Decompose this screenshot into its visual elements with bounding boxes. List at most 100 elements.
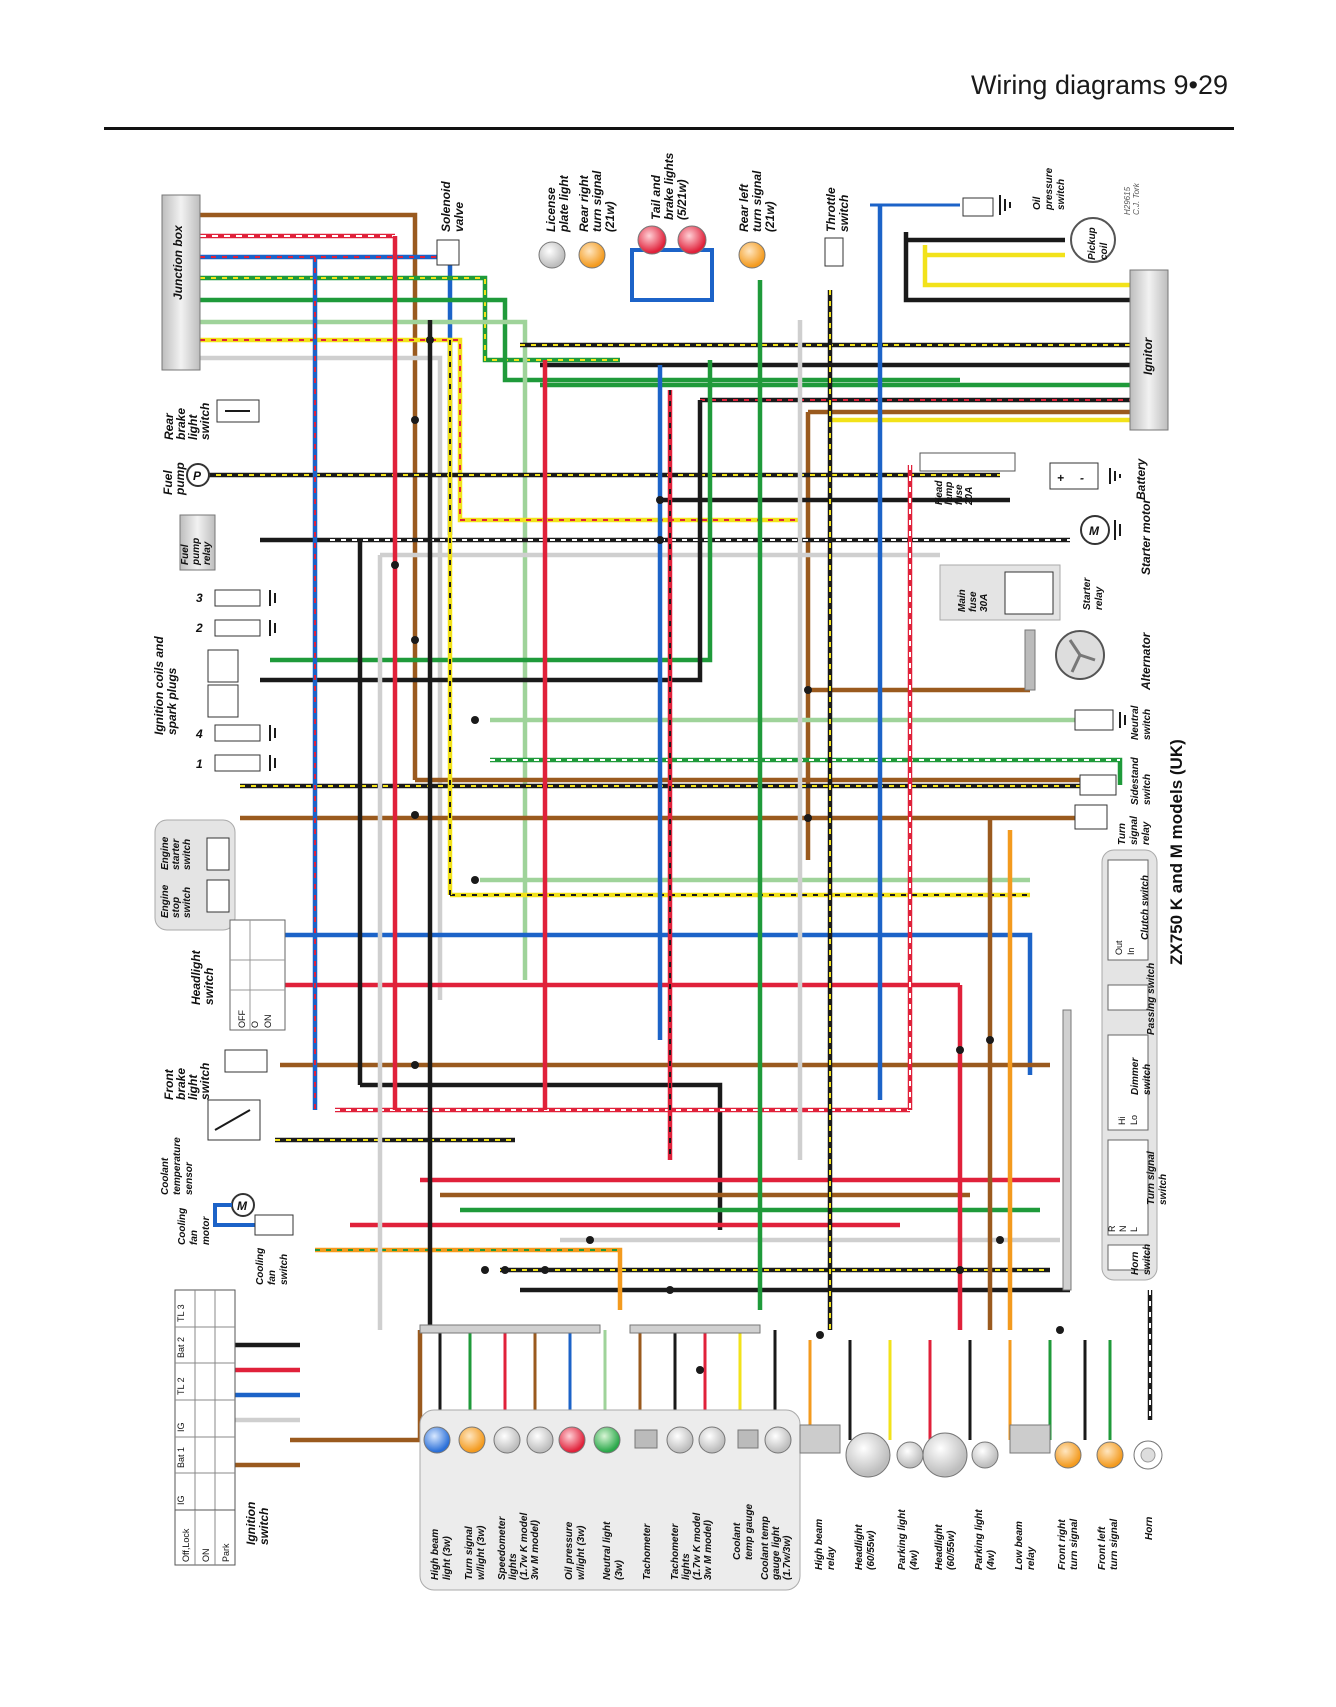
rear-brake-label-4: switch (198, 403, 212, 440)
svg-text:High beamlight (3w): High beamlight (3w) (430, 1529, 453, 1580)
svg-text:Licenseplate light: Licenseplate light (544, 174, 571, 233)
svg-text:Coolant tempgauge light(1.7w/3: Coolant tempgauge light(1.7w/3w) (760, 1516, 793, 1581)
fan-motor-label-1: Cooling (177, 1208, 188, 1245)
ts-relay-label-3: relay (1141, 821, 1152, 845)
dimmer-label-2: switch (1142, 1064, 1153, 1095)
inst-ts-1: Turn signal (464, 1526, 475, 1580)
rl-turn-label-1: Rear left (737, 183, 751, 232)
front-brake-label-1: Front (162, 1068, 176, 1100)
rear-left-turn-signal: Rear leftturn signal(21w) (737, 170, 777, 269)
fuel-pump-symbol: P (193, 469, 202, 483)
harness-bar-1 (419, 1324, 601, 1334)
oil-switch-label-2: pressure (1044, 167, 1055, 211)
fuel-pump-label-1: Fuel (161, 470, 175, 495)
headlight1-1: Headlight (854, 1524, 865, 1570)
svg-text:Neutral light(3w): Neutral light(3w) (602, 1521, 625, 1580)
ign-col-3: IG (176, 1422, 186, 1432)
license-label-1: License (544, 187, 558, 232)
hb-relay-2: relay (826, 1546, 837, 1570)
spark-plug-2 (214, 619, 276, 637)
header-rule (104, 127, 1234, 130)
svg-text:Sidestandswitch: Sidestandswitch (1130, 756, 1153, 805)
svg-text:Coolanttemperaturesensor: Coolanttemperaturesensor (160, 1137, 195, 1195)
dimmer-label-1: Dimmer (1130, 1057, 1141, 1095)
cooling-fan-switch: Coolingfanswitch (254, 1214, 294, 1285)
battery-plus: + (1057, 471, 1064, 485)
cooling-fan-motor: M Coolingfanmotor (177, 1193, 270, 1245)
oil-switch-label-1: Oil (1032, 196, 1043, 210)
inst-ctg-2: temp gauge (744, 1503, 755, 1560)
stop-sw-label-2: stop (171, 897, 182, 918)
dimmer-hi: Hi (1117, 1117, 1127, 1126)
rl-turn-label-2: turn signal (750, 170, 764, 232)
hl-sw-label-2: switch (202, 968, 216, 1005)
hl-fuse-label-1: Head (934, 480, 945, 505)
front-brake-light-switch: Frontbrakelightswitch (162, 1049, 268, 1100)
ts-r: R (1107, 1225, 1117, 1232)
battery-minus: - (1080, 471, 1084, 485)
inst-tl-3: (1.7w K model (692, 1513, 703, 1580)
ignitor: Ignitor (1129, 269, 1169, 431)
clutch-in: In (1126, 947, 1136, 955)
passing-switch: Passing switch (1107, 963, 1157, 1035)
pickup-coil: Pickupcoil (1070, 217, 1116, 263)
coolant-temperature-sensor: Coolanttemperaturesensor (160, 1099, 261, 1195)
wire-brown (200, 212, 418, 780)
ign-sw-label-2: switch (257, 1508, 271, 1545)
tail-brake-lights: Tail andbrake lights(5/21w) (630, 152, 714, 302)
starter-motor-symbol: M (1089, 524, 1100, 538)
main-fuse-starter-relay: Mainfuse30A Starterrelay (939, 564, 1105, 621)
inst-neu-1: Neutral light (602, 1521, 613, 1580)
rear-right-turn-signal: Rear rightturn signal(21w) (577, 170, 617, 269)
hl-fuse-label-2: lamp (944, 482, 955, 505)
wire-yellow-red-dash (200, 339, 800, 521)
coil-num-2: 2 (195, 621, 203, 635)
harness-bar-2 (629, 1324, 761, 1334)
wire-yellow-pickup (922, 245, 1130, 288)
junction-box: Junction box (161, 194, 201, 371)
dimmer-lo: Lo (1129, 1115, 1139, 1125)
instrument-cluster: High beamlight (3w) Turn signalw/light (… (419, 1409, 801, 1591)
svg-text:Fuelpump: Fuelpump (161, 462, 187, 496)
svg-text:Headlight(60/55w): Headlight(60/55w) (854, 1524, 877, 1570)
throttle-label-2: switch (837, 195, 851, 232)
coolant-sensor-label-1: Coolant (160, 1157, 171, 1195)
head-lamp-fuse: Headlampfuse20A (919, 452, 1016, 506)
inst-tach: Tachometer (642, 1523, 653, 1580)
spark-plug-1 (214, 754, 276, 772)
horn-label: Horn (1144, 1517, 1155, 1540)
stop-sw-label-1: Engine (160, 884, 171, 918)
spark-plug-4 (214, 724, 276, 742)
fr-turn-2: turn signal (1069, 1519, 1080, 1570)
horn-sw-label-2: switch (1142, 1244, 1153, 1275)
inst-tl-2: lights (681, 1553, 692, 1580)
starter-sw-label-1: Engine (160, 836, 171, 870)
lb-relay-1: Low beam (1014, 1521, 1025, 1570)
coil-num-1: 1 (196, 757, 203, 771)
ign-sw-label-1: Ignition (244, 1502, 258, 1545)
svg-text:Turn signalswitch: Turn signalswitch (1146, 1151, 1169, 1205)
inst-hb-2: light (3w) (442, 1535, 453, 1580)
horn-switch: Hornswitch (1107, 1244, 1153, 1275)
svg-text:Rearbrakelightswitch: Rearbrakelightswitch (162, 403, 212, 440)
svg-text:Speedometerlights(1.7w K model: Speedometerlights(1.7w K model3w M model… (497, 1513, 541, 1580)
hl-pos-o: O (250, 1021, 260, 1028)
wire-black-coil (260, 400, 703, 683)
tail-label-3: (5/21w) (675, 179, 689, 220)
inst-ts-2: w/light (3w) (476, 1525, 487, 1580)
neutral-sw-label-1: Neutral (1130, 705, 1141, 740)
parking2-1: Parking light (974, 1509, 985, 1570)
ign-col-5: Bat 2 (176, 1337, 186, 1358)
svg-text:Turn signalw/light (3w): Turn signalw/light (3w) (464, 1525, 487, 1580)
solenoid-label-2: valve (452, 202, 466, 232)
hb-relay-1: High beam (814, 1519, 825, 1570)
pickup-coil-label-2: coil (1099, 243, 1110, 260)
coolant-sensor-label-2: temperature (172, 1137, 183, 1195)
lb-relay-2: relay (1026, 1546, 1037, 1570)
svg-text:Tachometerlights(1.7w K model3: Tachometerlights(1.7w K model3w M model) (670, 1513, 714, 1580)
battery: + - Battery (1049, 457, 1148, 500)
rr-turn-label-3: (21w) (603, 201, 617, 232)
ts-sw-label-1: Turn signal (1146, 1151, 1157, 1205)
ignitor-label: Ignitor (1141, 336, 1155, 375)
fuel-pump-label-2: pump (173, 462, 187, 496)
